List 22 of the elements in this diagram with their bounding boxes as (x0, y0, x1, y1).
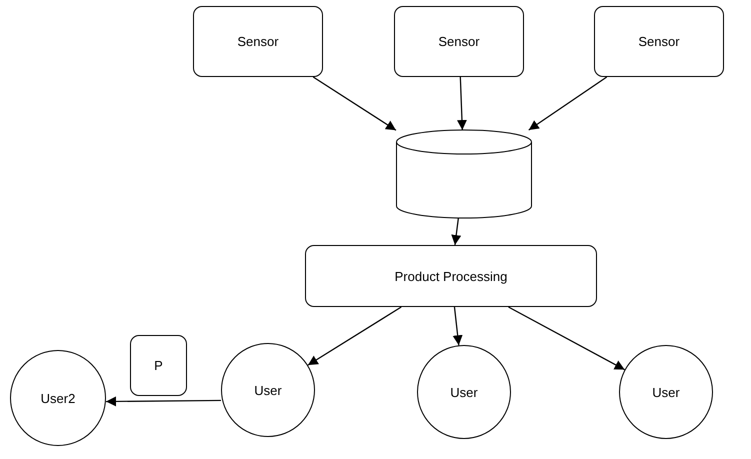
arrow (508, 306, 625, 370)
arrow (456, 76, 467, 130)
node-label: Sensor (237, 34, 279, 49)
node-label: User (652, 384, 680, 400)
process-box (130, 335, 187, 396)
arrow (312, 76, 396, 131)
node-label: Sensor (638, 34, 680, 49)
node-label: User2 (40, 390, 76, 406)
node-label: Product Processing (394, 268, 508, 284)
process-box (394, 6, 524, 77)
node-label: User (450, 384, 478, 400)
node-label: P (154, 358, 163, 373)
node-label: Sensor (438, 34, 480, 49)
process-box (193, 6, 323, 77)
arrow (308, 306, 402, 366)
process-box (305, 245, 597, 307)
arrow (528, 76, 608, 130)
process-box (594, 6, 724, 77)
arrow (452, 306, 463, 346)
arrow (106, 396, 221, 406)
node-label: User (254, 382, 282, 398)
arrow (451, 218, 462, 246)
